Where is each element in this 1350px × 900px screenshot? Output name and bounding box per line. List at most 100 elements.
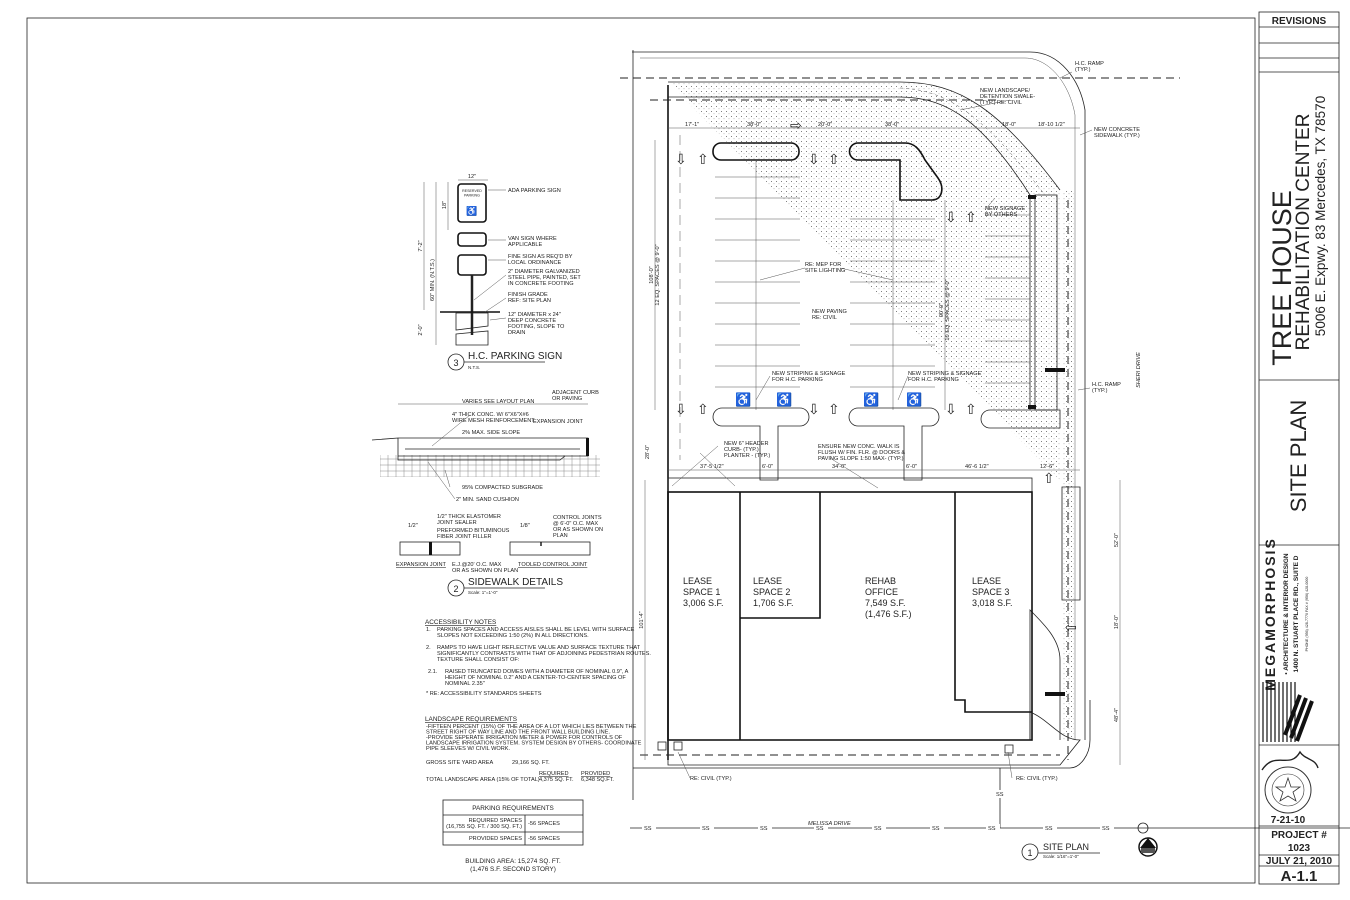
table-heading: PARKING REQUIREMENTS — [472, 805, 554, 812]
callout-sand: 2" MIN. SAND CUSHION — [456, 497, 519, 503]
arrow-up-icon: ⇧ — [828, 151, 840, 167]
concrete-footing — [455, 312, 489, 346]
text-line: REF: SITE PLAN — [508, 298, 551, 304]
road-edge — [632, 51, 1086, 740]
project-label: PROJECT # — [1271, 830, 1327, 841]
label-expansion-joint: EXPANSION JOINT — [396, 562, 447, 568]
text-line: STREET RIGHT OF WAY LINE AND THE FRONT W… — [426, 730, 610, 736]
text-line: JOINT SEALER — [437, 520, 477, 526]
detail-scale: N.T.S. — [468, 365, 480, 370]
accessible-parking-icon: ♿ — [906, 392, 922, 407]
text-line: LANDSCAPE IRRIGATION SYSTEM. SYSTEM DESI… — [426, 741, 642, 747]
dim-overall: 7'-2" — [418, 240, 424, 251]
gross-value: 29,166 SQ. FT. — [512, 760, 550, 766]
text-line: (TYP.) — [1075, 67, 1091, 73]
text-line: REQUIRED SPACES — [469, 818, 523, 824]
project-address: 5006 E. Expwy. 83 Mercedes, TX 78570 — [1313, 96, 1328, 336]
text-line: 12" DIAMETER x 24" — [508, 312, 561, 318]
drawing-title: SITE PLAN — [1043, 842, 1089, 852]
text-line: OR PAVING — [552, 396, 582, 402]
text-line: 7,549 S.F. — [865, 598, 906, 608]
text-line: 10 EQ. SPACES @ 9'-0" — [945, 279, 951, 340]
text-line: RAISED TRUNCATED DOMES WITH A DIAMETER O… — [445, 669, 629, 675]
dimension: 52'-0" — [1114, 533, 1120, 547]
text-line: (1,476 S.F. SECOND STORY) — [470, 866, 556, 873]
detail-title: SIDEWALK DETAILS — [468, 577, 563, 588]
label-control-joint: TOOLED CONTROL JOINT — [518, 562, 588, 568]
dim-expansion-joint: 1/2" — [408, 523, 418, 529]
callout-expansion: EXPANSION JOINT — [533, 419, 584, 425]
dim-height: 60" MIN. (N.T.S.) — [430, 259, 436, 301]
dim-sign-width: 12" — [468, 174, 476, 180]
text-line: BUILDING AREA: 15,274 SQ. FT. — [465, 858, 561, 865]
arrow-up-icon: ⇧ — [965, 209, 977, 225]
project-name: TREE HOUSE — [1267, 190, 1297, 366]
text-line: SPACE 2 — [753, 587, 790, 597]
total-label: TOTAL LANDSCAPE AREA (15% OF TOTAL) — [426, 777, 540, 783]
table-cell-label: REQUIRED SPACES(16,755 SQ. FT. / 300 SQ.… — [446, 818, 522, 830]
text-line: FINISH GRADE — [508, 292, 548, 298]
dimension: 38'-0" — [747, 122, 761, 128]
dimension: 6'-0" — [906, 464, 917, 470]
wheelchair-icon: ♿ — [466, 205, 477, 216]
text-line: PLAN — [553, 533, 568, 539]
text-line: FIBER JOINT FILLER — [437, 534, 492, 540]
text-line: SIDEWALK (TYP.) — [1094, 133, 1140, 139]
parking-requirements-table: PARKING REQUIREMENTS REQUIRED SPACES(16,… — [442, 799, 584, 846]
street-label-sheri: SHERI DRIVE — [1136, 352, 1142, 388]
text-line: SLOPES NOT EXCEEDING 1:50 (2%) IN ALL DI… — [437, 633, 589, 639]
arrow-down-icon: ⇩ — [808, 151, 820, 167]
text-line: 90'-0" — [939, 303, 945, 317]
dim-footing: 2'-0" — [418, 324, 424, 335]
front-sidewalk — [667, 477, 1033, 493]
accessibility-notes: ACCESSIBILITY NOTES 1. PARKING SPACES AN… — [425, 619, 651, 697]
text-line: RE: MEP FOR — [805, 262, 841, 268]
dimension: 18'-0" — [1002, 122, 1016, 128]
seal-date: 7-21-10 — [1271, 815, 1306, 826]
text-line: NEW PAVING — [812, 309, 847, 315]
arrow-down-icon: ⇩ — [675, 151, 687, 167]
sewer-label: SS — [816, 826, 824, 832]
building-area: BUILDING AREA: 15,274 SQ. FT.(1,476 S.F.… — [465, 858, 561, 873]
firm-logo — [1262, 682, 1314, 742]
water-meter-icon — [673, 741, 683, 751]
text-line: REHAB — [865, 576, 896, 586]
callout-leaders — [671, 71, 1093, 779]
accessible-parking-icon: ♿ — [863, 392, 879, 407]
project-date: JULY 21, 2010 — [1266, 856, 1333, 867]
sewer-label: SS — [932, 826, 940, 832]
dimension: 90'-0"10 EQ. SPACES @ 9'-0" — [939, 279, 951, 340]
arrow-up-icon: ⇧ — [1043, 470, 1055, 486]
text-line: LOCAL ORDINANCE — [508, 260, 562, 266]
text-line: LEASE — [972, 576, 1001, 586]
text-line: (TYP.) RE: CIVIL — [980, 100, 1022, 106]
arrow-up-icon: ⇧ — [965, 401, 977, 417]
firm-tagline: • ARCHITECTURE & INTERIOR DESIGN — [1283, 553, 1290, 675]
text-line: BY OTHERS — [985, 212, 1017, 218]
north-arrow-icon — [1138, 837, 1158, 857]
sewer-label: SS — [644, 826, 652, 832]
text-line: RAMPS TO HAVE LIGHT REFLECTIVE VALUE AND… — [437, 645, 641, 651]
sheet-number: A-1.1 — [1281, 868, 1318, 885]
text-line: (1,476 S.F.) — [865, 609, 912, 619]
dimension: 48'-4" — [1114, 708, 1120, 722]
firm-name: MEGAMORPHOSIS — [1262, 537, 1278, 691]
dimension: 18'-10 1/2" — [1038, 122, 1065, 128]
text-line: ADJACENT CURB — [552, 390, 599, 396]
text-line: NEW CONCRETE — [1094, 127, 1140, 133]
note-text: RAISED TRUNCATED DOMES WITH A DIAMETER O… — [445, 669, 629, 687]
firm-address: 1400 N. STUART PLACE RD., SUITE D — [1293, 555, 1300, 672]
text-line: LEASE — [753, 576, 782, 586]
